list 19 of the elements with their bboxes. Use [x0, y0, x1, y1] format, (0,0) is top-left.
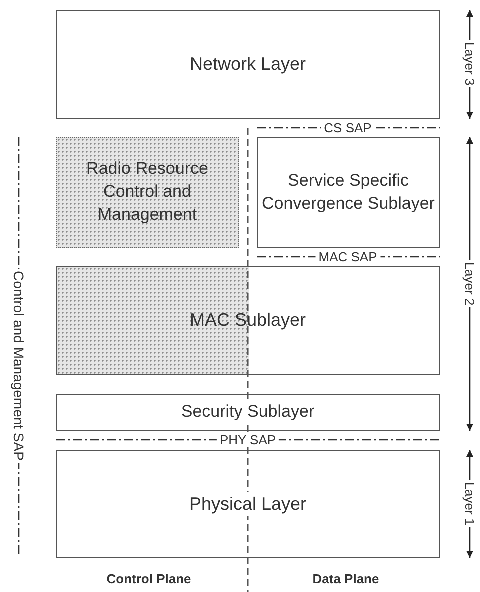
layer-name: Radio Resource Control and Management: [86, 158, 210, 226]
layer-name: Network Layer: [188, 53, 308, 76]
layer-name: Service Specific Convergence Sublayer: [261, 170, 436, 214]
sap-label: CS SAP: [321, 122, 375, 134]
plane-label: Control Plane: [106, 572, 192, 586]
layer-label: Layer 2: [464, 260, 476, 308]
shaded-layer-box: [56, 137, 239, 248]
partly-shaded-layer-box: [56, 266, 440, 375]
sap-label: Control and Management SAP: [12, 269, 26, 463]
layer-box: [56, 10, 440, 119]
sap-label: PHY SAP: [216, 434, 280, 446]
plane-label: Data Plane: [312, 572, 380, 586]
layer-name: MAC Sublayer: [188, 309, 308, 332]
layer-box: [56, 450, 440, 558]
layer-box: [56, 394, 440, 431]
layer-label: Layer 3: [464, 40, 476, 88]
layer-label: Layer 1: [464, 480, 476, 528]
sap-label: MAC SAP: [316, 250, 380, 264]
layer-box: [257, 137, 440, 248]
